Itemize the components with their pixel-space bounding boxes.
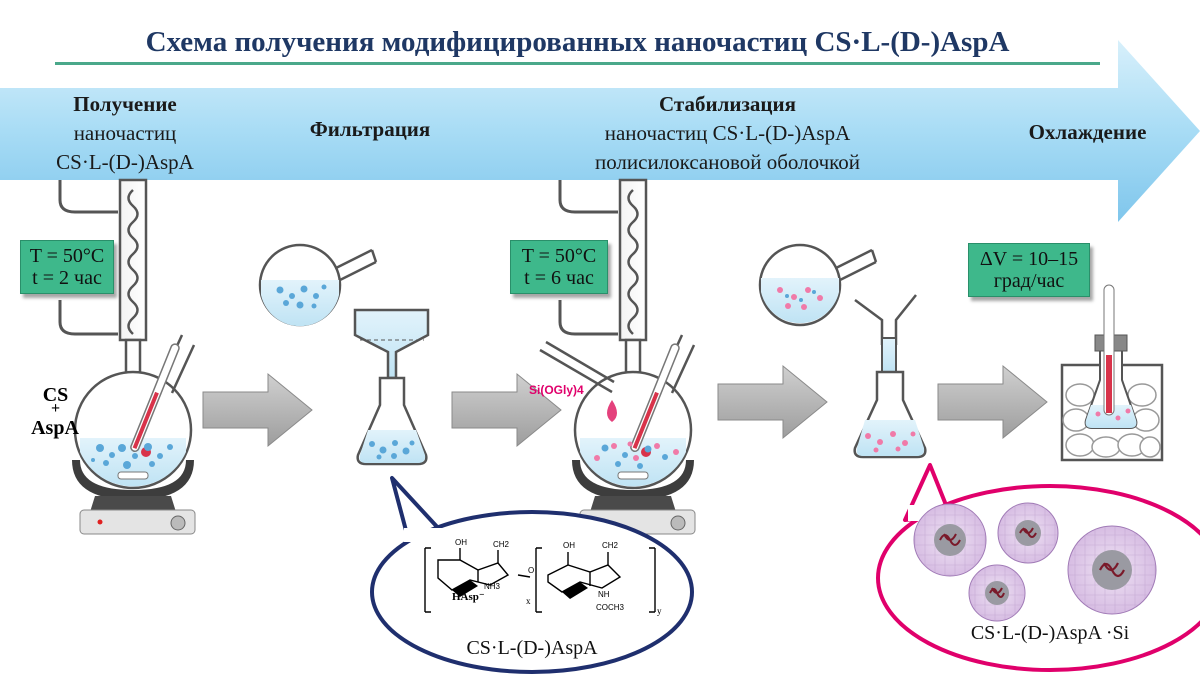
condition-box-3: ΔV = 10–15 град/час xyxy=(968,243,1090,297)
stage-3-label: Стабилизация наночастиц CS·L-(D-)AspA по… xyxy=(540,90,915,177)
nh3-label: NH3 xyxy=(484,582,501,591)
condition-box-2: T = 50°C t = 6 час xyxy=(510,240,608,294)
filtration-apparatus xyxy=(258,243,430,466)
stage-1-label: Получение наночастиц CS·L-(D-)AspA xyxy=(10,90,240,177)
process-arrow-4 xyxy=(937,364,1048,440)
oh-label-1: OH xyxy=(455,538,467,547)
condition-3-unit: град/час xyxy=(993,270,1065,292)
stage-3-line2: наночастиц CS·L-(D-)AspA xyxy=(604,121,851,145)
process-banner-arrow xyxy=(0,40,1200,222)
condition-1-time: t = 2 час xyxy=(32,267,102,289)
stage-3-line3: полисилоксановой оболочкой xyxy=(594,150,861,174)
condition-box-1: T = 50°C t = 2 час xyxy=(20,240,114,294)
condition-2-temperature: T = 50°C xyxy=(521,245,597,267)
reagent-plus: + xyxy=(50,400,61,417)
acetyl-label: COCH3 xyxy=(596,603,625,612)
condition-2-time: t = 6 час xyxy=(524,267,594,289)
reflux-apparatus-1 xyxy=(58,178,196,535)
stage-1-line2: наночастиц xyxy=(73,121,177,145)
process-arrow-1 xyxy=(202,372,313,448)
stage-3-title: Стабилизация xyxy=(659,92,796,116)
nh-label: NH xyxy=(598,590,610,599)
counterion-label: HAsp⁻ xyxy=(452,591,485,603)
particles-caption: CS·L-(D-)AspA ·Si xyxy=(970,622,1130,644)
nanoparticle xyxy=(1067,525,1157,615)
stage-4-title: Охлаждение xyxy=(1028,120,1147,144)
stage-2-title: Фильтрация xyxy=(309,117,431,141)
ch2-label-1: CH2 xyxy=(493,540,510,549)
stage-1-title: Получение xyxy=(73,92,177,116)
filtration-apparatus-2 xyxy=(758,243,927,459)
repeat-y-label: y xyxy=(657,606,662,616)
structure-caption: CS·L-(D-)AspA xyxy=(466,637,598,659)
ch2-label-2: CH2 xyxy=(602,541,619,550)
reagent-silane: Si(OGly)4 xyxy=(529,383,584,397)
nanoparticle xyxy=(997,502,1059,564)
repeat-x-label: x xyxy=(526,596,531,606)
reagent-cs: CS xyxy=(42,384,69,406)
particles-bubble xyxy=(876,463,1200,672)
structure-bubble xyxy=(370,476,694,674)
title-underline xyxy=(55,62,1100,65)
stage-2-label: Фильтрация xyxy=(285,115,455,144)
condition-3-rate: ΔV = 10–15 xyxy=(979,248,1079,270)
stage-1-line3: CS·L-(D-)AspA xyxy=(56,150,194,174)
reagent-aspa: AspA xyxy=(31,417,79,439)
page-title: Схема получения модифицированных наночас… xyxy=(145,26,1010,58)
reflux-apparatus-2 xyxy=(539,178,696,535)
nanoparticle xyxy=(913,503,987,577)
nanoparticle xyxy=(968,564,1026,622)
condition-1-temperature: T = 50°C xyxy=(29,245,105,267)
cooling-bath xyxy=(1060,284,1164,462)
oh-label-2: OH xyxy=(563,541,575,550)
glycosidic-o-label: O xyxy=(528,566,535,575)
process-arrow-2 xyxy=(451,372,562,448)
stage-4-label: Охлаждение xyxy=(1000,118,1175,147)
process-arrow-3 xyxy=(717,364,828,440)
